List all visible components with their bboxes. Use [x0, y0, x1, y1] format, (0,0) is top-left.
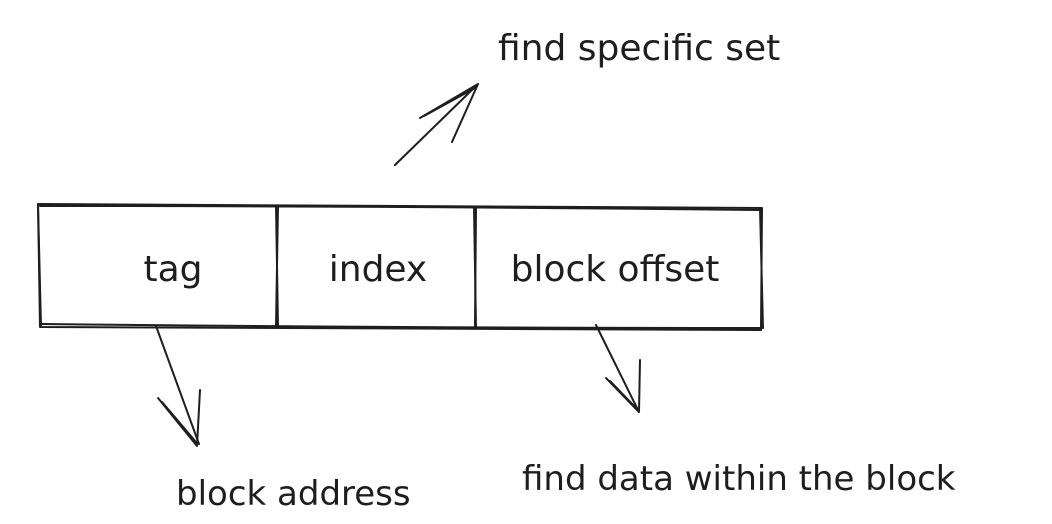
offset-annotation: find data within the block: [522, 459, 956, 499]
tag-annotation: block address: [176, 474, 411, 514]
offset-arrow: [595, 324, 641, 413]
field-index-label: index: [329, 249, 428, 290]
address-bar: [37, 203, 764, 331]
index-annotation: find specific set: [498, 28, 780, 69]
field-tag-label: tag: [143, 249, 202, 290]
field-block-offset-label: block offset: [511, 249, 720, 290]
tag-arrow: [155, 325, 201, 447]
field-dividers: [275, 205, 477, 329]
index-arrow: [394, 83, 479, 166]
